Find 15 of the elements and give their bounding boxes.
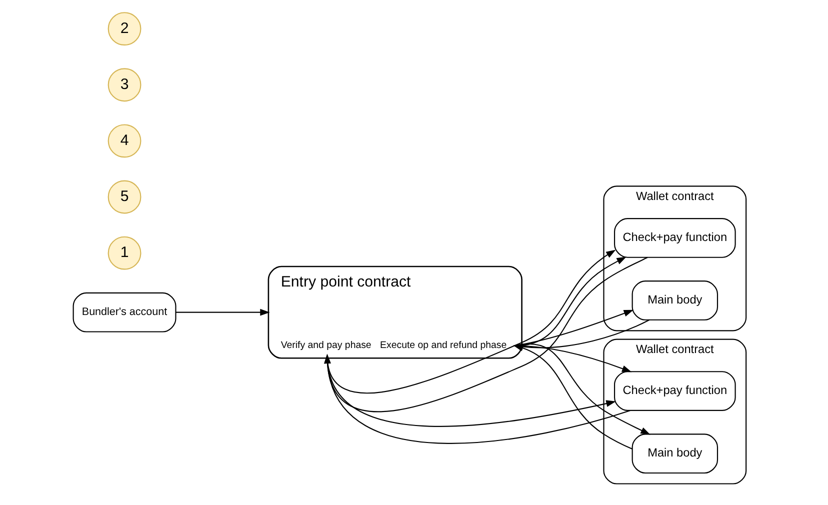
node-box: Check+pay function [614, 218, 736, 258]
node-circle: 4 [108, 124, 142, 158]
arrow [176, 308, 270, 316]
node-box: Bundler's account [72, 292, 176, 332]
node-box: Main body [632, 280, 718, 320]
node-circle: 1 [108, 236, 142, 270]
node-box: Check+pay function [614, 371, 736, 411]
arrow [324, 256, 648, 412]
node-circle: 2 [108, 12, 142, 46]
arrow [513, 344, 632, 450]
arrow [326, 250, 616, 394]
node-circle: 3 [108, 68, 142, 102]
arrow [324, 354, 630, 444]
node-circle: 5 [108, 180, 142, 214]
node-box: Main body [632, 434, 718, 474]
